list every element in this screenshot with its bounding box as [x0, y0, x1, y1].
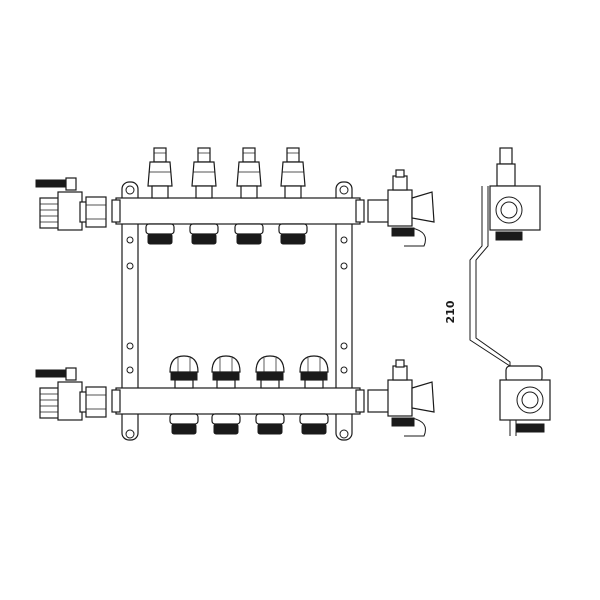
outlet-connector	[189, 223, 219, 245]
return-bar	[111, 387, 365, 415]
supply-connectors	[145, 223, 308, 245]
valve-cap	[255, 355, 285, 389]
valve-cap	[169, 355, 199, 389]
return-connectors	[169, 413, 329, 435]
supply-flow-meters	[147, 147, 306, 199]
flow-meter	[147, 147, 173, 199]
outlet-connector	[255, 413, 285, 435]
ball-valve-top	[35, 177, 107, 231]
supply-bar	[111, 197, 365, 225]
flow-meter	[280, 147, 306, 199]
dimension-label: 210	[444, 300, 457, 323]
right-bracket	[335, 181, 353, 441]
flow-meter	[236, 147, 262, 199]
end-assembly-bottom	[367, 359, 435, 437]
flow-meter	[191, 147, 217, 199]
valve-cap	[211, 355, 241, 389]
side-view	[469, 147, 551, 436]
left-bracket	[121, 181, 139, 441]
outlet-connector	[145, 223, 175, 245]
outlet-connector	[211, 413, 241, 435]
ball-valve-bottom	[35, 367, 107, 421]
outlet-connector	[234, 223, 264, 245]
outlet-connector	[169, 413, 199, 435]
end-assembly-top	[367, 169, 435, 247]
return-caps	[169, 355, 329, 389]
valve-cap	[299, 355, 329, 389]
outlet-connector	[278, 223, 308, 245]
outlet-connector	[299, 413, 329, 435]
